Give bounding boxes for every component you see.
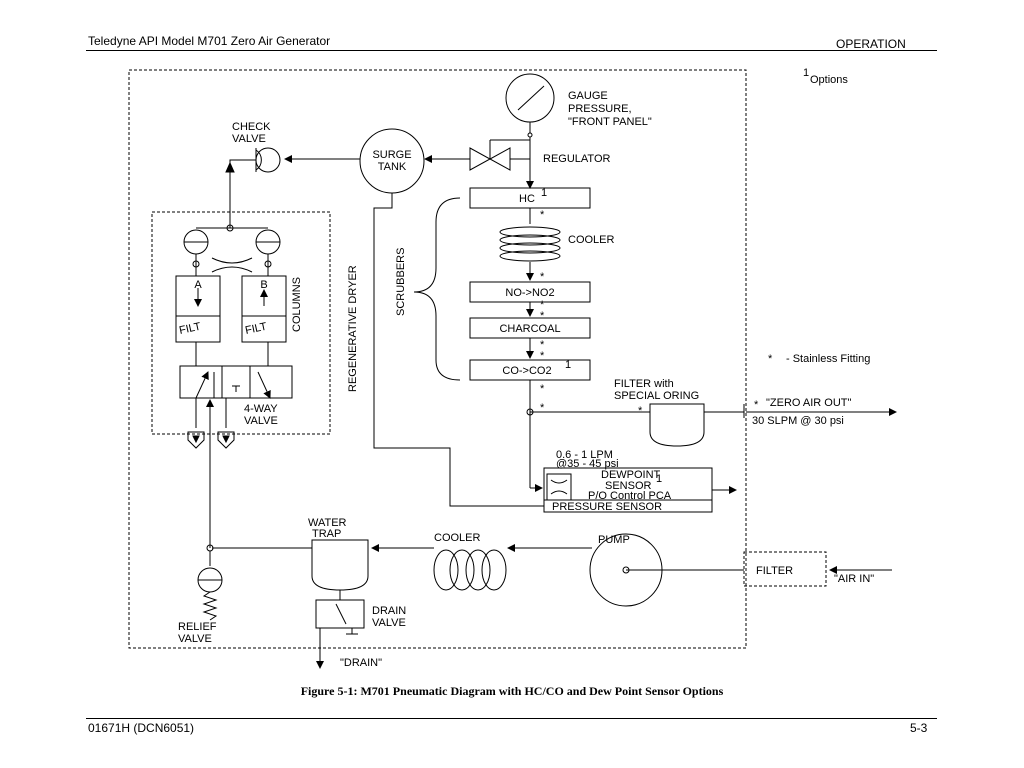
four-way-label-2: VALVE <box>244 415 278 427</box>
fitting-star: * <box>540 383 545 395</box>
fitting-star: * <box>540 271 545 283</box>
column-b <box>241 275 287 343</box>
lpm-label-2: @35 - 45 psi <box>556 458 619 470</box>
cooler-bottom-label: COOLER <box>434 532 481 544</box>
footer-doc-number: 01671H (DCN6051) <box>88 721 195 735</box>
figure-caption: Figure 5-1: M701 Pneumatic Diagram with … <box>300 684 724 698</box>
exhaust-b <box>217 431 235 449</box>
options-sup: 1 <box>803 67 809 79</box>
header-title: Teledyne API Model M701 Zero Air Generat… <box>88 34 331 48</box>
co-co2-label: CO->CO2 <box>502 365 551 377</box>
dewpoint-label-1: DEWPOINT <box>601 469 661 481</box>
dewpoint-label-2: SENSOR <box>605 480 652 492</box>
lpm-label-1: 0.6 - 1 LPM <box>556 449 613 461</box>
gauge-label-3: "FRONT PANEL" <box>568 116 652 128</box>
regen-dryer-label: REGENERATIVE DRYER <box>347 265 359 392</box>
filt-b-label: FILT <box>244 321 268 337</box>
four-way-label-1: 4-WAY <box>244 403 278 415</box>
hc-sup: 1 <box>541 187 547 199</box>
fitting-star: * <box>754 399 759 411</box>
filt-a-label: FILT <box>178 321 202 337</box>
po-control-pca-label: P/O Control PCA <box>588 490 672 502</box>
drain-valve-label-1: DRAIN <box>372 605 406 617</box>
surge-tank-label-2: TANK <box>378 161 407 173</box>
cooler-top-label: COOLER <box>568 234 615 246</box>
flow-rate-label: 30 SLPM @ 30 psi <box>752 415 844 427</box>
water-trap-label-2: TRAP <box>312 528 341 540</box>
pump-label: PUMP <box>598 534 630 546</box>
regulator-label: REGULATOR <box>543 153 610 165</box>
scrubbers-label: SCRUBBERS <box>395 248 407 316</box>
water-trap-label-1: WATER <box>308 517 347 529</box>
header-section: OPERATION <box>836 37 906 51</box>
column-a-label: A <box>194 279 202 291</box>
inlet-filter-label: FILTER <box>756 565 793 577</box>
header-rule <box>86 50 937 51</box>
regulator-valve <box>469 139 530 171</box>
column-b-label: B <box>260 279 267 291</box>
options-legend: Options <box>810 74 848 86</box>
dewpoint-sup: 1 <box>656 473 662 485</box>
surge-tank-label-1: SURGE <box>372 149 411 161</box>
fitting-star: * <box>540 310 545 322</box>
water-trap <box>311 539 369 591</box>
legend-star: * <box>768 353 773 365</box>
columns-label: COLUMNS <box>291 277 303 332</box>
gauge-label-2: PRESSURE, <box>568 103 632 115</box>
fitting-star: * <box>540 339 545 351</box>
fitting-star: * <box>638 405 643 417</box>
filter-special-label-2: SPECIAL ORING <box>614 390 699 402</box>
relief-valve <box>197 551 223 621</box>
enclosure-boundary <box>128 69 747 649</box>
co-co2-sup: 1 <box>565 359 571 371</box>
relief-valve-label-2: VALVE <box>178 633 212 645</box>
gauge-label-1: GAUGE <box>568 90 608 102</box>
pressure-sensor-label: PRESSURE SENSOR <box>552 501 662 513</box>
cooler-coil-bottom <box>433 549 507 591</box>
check-valve-label-1: CHECK <box>232 121 271 133</box>
footer-page-number: 5-3 <box>910 721 928 735</box>
no-no2-label: NO->NO2 <box>505 287 554 299</box>
hc-label: HC <box>519 193 535 205</box>
check-valve-label-2: VALVE <box>232 133 266 145</box>
cooler-coil-top <box>499 226 561 262</box>
scrubbers-brace <box>413 197 461 381</box>
exhaust-a <box>187 431 205 449</box>
regenerative-dryer-line <box>373 193 544 507</box>
fitting-star: * <box>540 402 545 414</box>
stainless-legend: - Stainless Fitting <box>786 353 870 365</box>
charcoal-label: CHARCOAL <box>499 323 560 335</box>
column-a <box>175 275 221 343</box>
fitting-star: * <box>540 209 545 221</box>
pressure-gauge <box>505 73 555 138</box>
drain-valve-label-2: VALVE <box>372 617 406 629</box>
inlet-filter <box>743 551 827 587</box>
four-way-valve <box>179 365 293 399</box>
fitting-star: * <box>540 350 545 362</box>
column-check-valves <box>183 224 281 276</box>
columns-boundary <box>151 211 331 435</box>
fitting-star: * <box>540 299 545 311</box>
drain-valve <box>315 599 365 629</box>
special-oring-filter <box>649 403 745 447</box>
relief-valve-label-1: RELIEF <box>178 621 217 633</box>
filter-special-label-1: FILTER with <box>614 378 674 390</box>
diagram-labels: 1 Options GAUGE PRESSURE, "FRONT PANEL" … <box>178 67 874 669</box>
air-in-label: "AIR IN" <box>834 573 874 585</box>
flow-restrictor <box>546 473 572 501</box>
zero-air-out-label: "ZERO AIR OUT" <box>766 397 852 409</box>
check-valve <box>255 147 281 173</box>
drain-out-label: "DRAIN" <box>340 657 382 669</box>
footer-rule <box>86 718 937 719</box>
